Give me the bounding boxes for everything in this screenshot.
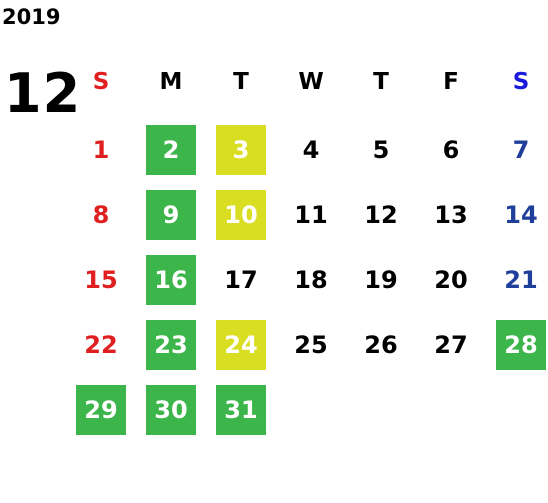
day-cell-11[interactable]: 11 xyxy=(294,201,328,229)
day-cell-6[interactable]: 6 xyxy=(442,136,460,164)
day-cell-2[interactable]: 2 xyxy=(146,125,196,175)
day-cell-17[interactable]: 17 xyxy=(224,266,258,294)
day-cell-3[interactable]: 3 xyxy=(216,125,266,175)
day-cell-21[interactable]: 21 xyxy=(504,266,538,294)
weekday-mon: M xyxy=(159,69,183,95)
day-cell-27[interactable]: 27 xyxy=(434,331,468,359)
day-cell-13[interactable]: 13 xyxy=(434,201,468,229)
weekday-sun: S xyxy=(92,69,110,95)
weekday-tue: T xyxy=(233,69,249,95)
year-label: 2019 xyxy=(2,5,61,29)
day-cell-12[interactable]: 12 xyxy=(364,201,398,229)
day-cell-4[interactable]: 4 xyxy=(302,136,320,164)
month-label: 12 xyxy=(4,62,82,125)
weekday-sat: S xyxy=(512,69,530,95)
day-cell-16[interactable]: 16 xyxy=(146,255,196,305)
day-cell-19[interactable]: 19 xyxy=(364,266,398,294)
weekday-thu: T xyxy=(373,69,389,95)
day-cell-18[interactable]: 18 xyxy=(294,266,328,294)
day-cell-1[interactable]: 1 xyxy=(92,136,110,164)
day-cell-24[interactable]: 24 xyxy=(216,320,266,370)
day-cell-31[interactable]: 31 xyxy=(216,385,266,435)
day-cell-26[interactable]: 26 xyxy=(364,331,398,359)
day-cell-29[interactable]: 29 xyxy=(76,385,126,435)
day-cell-22[interactable]: 22 xyxy=(84,331,118,359)
day-cell-14[interactable]: 14 xyxy=(504,201,538,229)
day-cell-8[interactable]: 8 xyxy=(92,201,110,229)
day-cell-30[interactable]: 30 xyxy=(146,385,196,435)
weekday-wed: W xyxy=(298,69,324,95)
day-cell-9[interactable]: 9 xyxy=(146,190,196,240)
day-cell-28[interactable]: 28 xyxy=(496,320,546,370)
day-cell-10[interactable]: 10 xyxy=(216,190,266,240)
day-cell-15[interactable]: 15 xyxy=(84,266,118,294)
day-cell-5[interactable]: 5 xyxy=(372,136,390,164)
day-cell-20[interactable]: 20 xyxy=(434,266,468,294)
day-cell-23[interactable]: 23 xyxy=(146,320,196,370)
weekday-fri: F xyxy=(443,69,459,95)
day-cell-7[interactable]: 7 xyxy=(512,136,530,164)
day-cell-25[interactable]: 25 xyxy=(294,331,328,359)
